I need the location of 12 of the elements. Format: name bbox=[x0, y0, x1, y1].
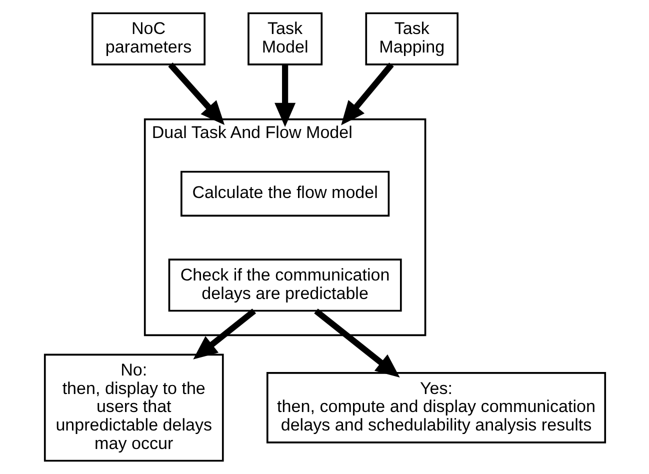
node-box: NoC parameters bbox=[91, 12, 206, 66]
arrow bbox=[192, 308, 256, 360]
node-box: Task Model bbox=[247, 12, 322, 66]
node-box: Yes: then, compute and display communication delays and schedulability analysis results bbox=[266, 372, 606, 444]
arrow bbox=[168, 62, 224, 125]
node-box: Task Mapping bbox=[364, 12, 458, 66]
node-box: Calculate the flow model bbox=[180, 170, 390, 217]
arrow bbox=[314, 308, 400, 378]
node-box: No: then, display to the users that unpredictable delays may occur bbox=[43, 354, 224, 462]
arrow bbox=[274, 64, 296, 127]
arrow bbox=[340, 62, 394, 126]
node-box: Check if the communication delays are predictable bbox=[168, 258, 402, 312]
